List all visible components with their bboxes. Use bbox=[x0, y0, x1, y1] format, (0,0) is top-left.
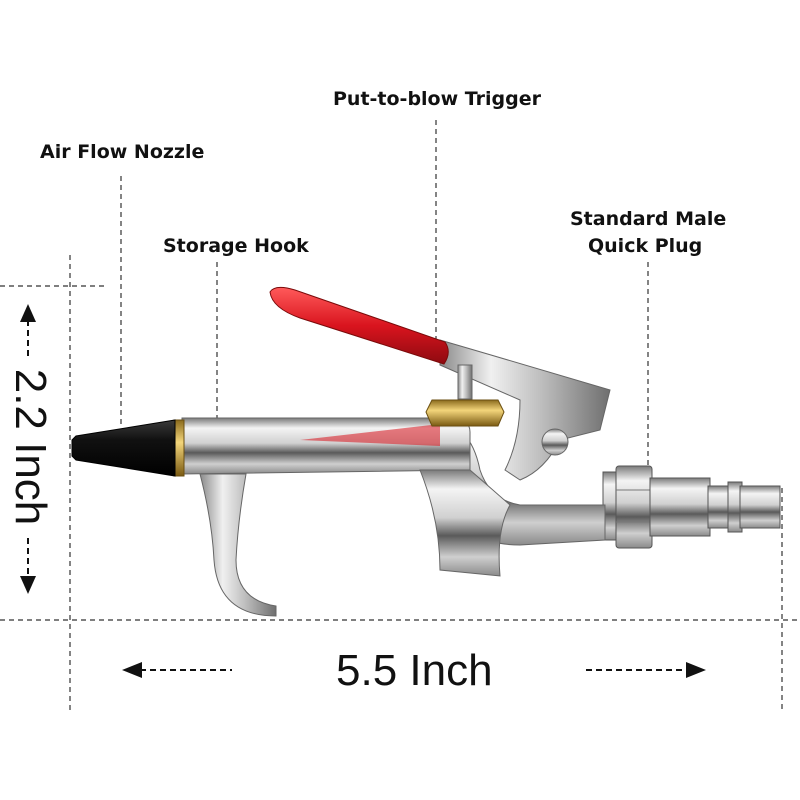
gun-lower-body bbox=[419, 469, 511, 577]
height-dimension-label: 2.2 Inch bbox=[6, 368, 55, 526]
label-quick-plug-line1: Standard Male bbox=[570, 208, 727, 230]
guide-lines bbox=[0, 120, 800, 712]
quick-plug bbox=[602, 465, 781, 549]
storage-hook-handle bbox=[199, 473, 277, 617]
height-dimension-arrows bbox=[20, 304, 36, 594]
width-dimension-label: 5.5 Inch bbox=[336, 646, 493, 695]
label-air-flow-nozzle: Air Flow Nozzle bbox=[40, 141, 205, 163]
brass-hex-nut bbox=[425, 399, 505, 427]
trigger-red-cover bbox=[269, 286, 449, 365]
width-dimension-arrows bbox=[122, 662, 706, 678]
trigger-pivot-pin bbox=[541, 428, 569, 456]
air-flow-nozzle bbox=[71, 419, 176, 477]
label-trigger: Put-to-blow Trigger bbox=[333, 88, 541, 110]
label-quick-plug-line2: Quick Plug bbox=[588, 235, 703, 257]
label-storage-hook: Storage Hook bbox=[163, 235, 309, 257]
